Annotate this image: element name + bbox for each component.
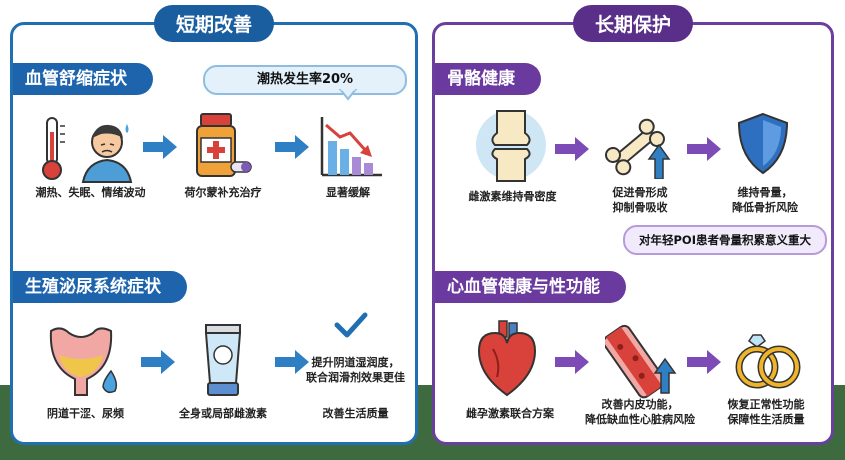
bladder-drop-icon [49,327,118,396]
section-title-vasomotor: 血管舒缩症状 [13,63,153,95]
blood-vessel-icon [605,324,677,399]
heart-icon [477,320,537,397]
caption-estrogen-bone-density: 雌激素维持骨密度 [468,190,557,203]
section-title-cardiovascular: 心血管健康与性功能 [435,271,626,303]
panel-title-long-term: 长期保护 [572,5,694,42]
caption-estrogen: 全身或局部雌激素 [179,407,267,420]
arrow-right-icon [555,137,589,161]
caption-hormone-therapy: 荷尔蒙补充治疗 [184,186,262,199]
caption-symptoms: 潮热、失眠、情绪波动 [35,186,146,199]
section-title-bone-health: 骨骼健康 [435,63,541,95]
bone-up-arrow-icon [605,118,671,179]
arrow-right-icon [555,350,589,374]
caption-sexual-function-line1: 恢复正常性功能 [727,398,805,411]
arrow-right-icon [143,135,177,159]
callout-hot-flash-rate: 潮热发生率20% [203,65,407,95]
caption-maintain-bone-line1: 维持骨量， [737,186,793,199]
panel-title-short-term: 短期改善 [153,5,275,42]
caption-estrogen-progestin: 雌孕激素联合方案 [466,407,554,420]
caption-note-line1: 提升阴道湿润度， [311,356,400,369]
caption-note-line2: 联合润滑剂效果更佳 [306,371,405,384]
section-title-genitourinary: 生殖泌尿系统症状 [13,271,187,303]
cream-tube-icon [204,324,242,396]
arrow-right-icon [275,350,309,374]
caption-bone-formation-line1: 促进骨形成 [612,186,668,199]
caption-vaginal-dryness: 阴道干涩、尿频 [47,407,124,420]
arrow-right-icon [275,135,309,159]
short-term-panel: 短期改善 血管舒缩症状 潮热发生率20% 潮热、失眠、情绪波动 荷尔蒙补充治疗 [10,5,418,445]
rings-icon [735,334,801,389]
thermometer-person-icon [42,117,133,183]
declining-chart-icon [320,117,382,177]
caption-quality-of-life: 改善生活质量 [322,407,389,420]
caption-endothelial-line2: 降低缺血性心脏病风险 [585,413,695,426]
arrow-right-icon [687,137,721,161]
arrow-right-icon [687,350,721,374]
caption-bone-formation-line2: 抑制骨吸收 [612,201,668,214]
caption-maintain-bone-line2: 降低骨折风险 [732,201,798,214]
knee-joint-icon [476,110,546,182]
caption-sexual-function-line2: 保障性生活质量 [727,413,805,426]
caption-endothelial-line1: 改善内皮功能， [601,398,679,411]
callout-poi-bone-mass: 对年轻POI患者骨量积累意义重大 [623,225,827,255]
arrow-right-icon [141,350,175,374]
callout-tail-icon [338,89,358,101]
medicine-bottle-icon [196,113,252,177]
shield-icon [737,112,789,175]
long-term-panel: 长期保护 骨骼健康 雌激素维持骨密度 促进骨形成 抑制骨吸收 维持骨量， 降低骨… [432,5,834,445]
caption-relief: 显著缓解 [326,186,370,199]
checkmark-icon [334,312,368,338]
